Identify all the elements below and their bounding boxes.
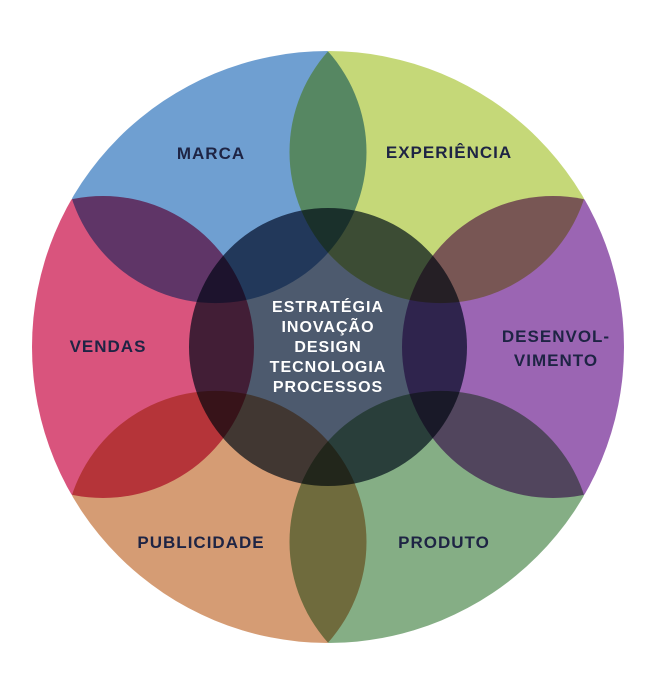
label-desenvolvimento: DESENVOL- VIMENTO: [501, 327, 611, 370]
label-produto: PRODUTO: [398, 533, 490, 552]
label-publicidade: PUBLICIDADE: [137, 533, 265, 552]
segment-circle-vendas: [32, 196, 254, 498]
label-vendas: VENDAS: [69, 337, 147, 356]
center-label: ESTRATÉGIA INOVAÇÃO DESIGN TECNOLOGIA PR…: [269, 299, 387, 396]
label-experiencia: EXPERIÊNCIA: [385, 143, 513, 162]
label-marca: MARCA: [176, 144, 246, 163]
center-circle: [189, 208, 467, 486]
